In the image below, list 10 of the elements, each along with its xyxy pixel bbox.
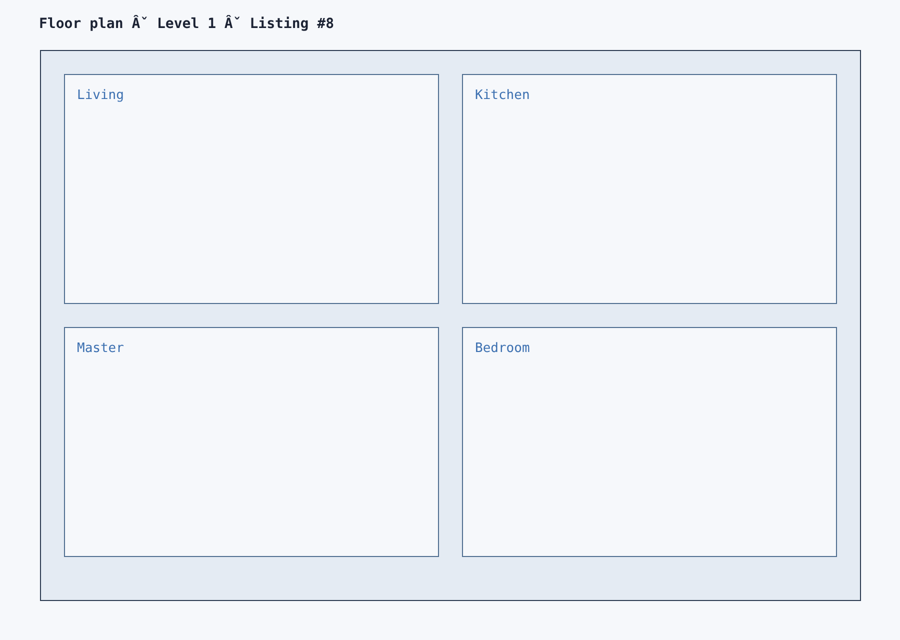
room-label: Living — [77, 88, 124, 103]
room-box — [462, 327, 837, 557]
room-box — [462, 74, 837, 304]
room-label: Master — [77, 341, 124, 356]
room-box — [64, 74, 439, 304]
title: Floor plan Âˇ Level 1 Âˇ Listing #8 — [39, 16, 334, 32]
room-label: Bedroom — [475, 341, 530, 356]
floor-plan-outline — [40, 50, 861, 601]
room-label: Kitchen — [475, 88, 530, 103]
room-box — [64, 327, 439, 557]
